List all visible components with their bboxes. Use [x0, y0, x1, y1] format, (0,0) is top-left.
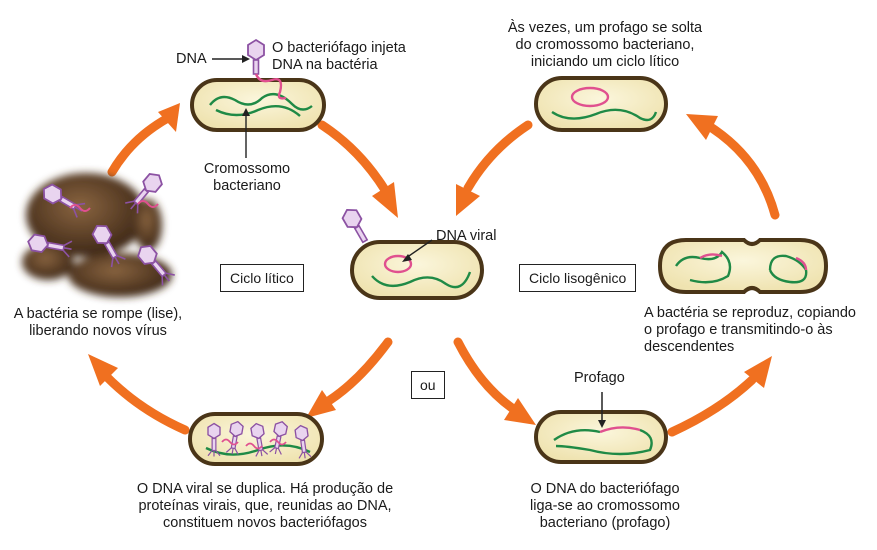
- injected-dna-strand: [254, 73, 287, 100]
- label-reproduction-line3: descendentes: [644, 339, 735, 355]
- label-lysis: A bactéria se rompe (lise), liberando no…: [2, 306, 194, 340]
- label-injection: O bacteriófago injeta DNA na bactéria: [272, 40, 406, 74]
- cell-duplication: [188, 412, 324, 466]
- cell-integration: [534, 392, 668, 464]
- cell-center: [341, 208, 484, 300]
- arrow-duplication-to-lysis: [103, 373, 190, 435]
- label-chromosome: Cromossomo bacteriano: [197, 161, 297, 195]
- label-duplication-line3: constituem novos bacteriófagos: [163, 515, 367, 531]
- label-reproduction-line1: A bactéria se reproduz, copiando: [644, 305, 856, 321]
- label-lysogenic-cycle: Ciclo lisogênico: [519, 264, 637, 292]
- label-release: Às vezes, um profago se solta do cromoss…: [490, 20, 720, 71]
- phage-injecting-icon: [247, 38, 265, 75]
- label-reproduction-line2: o profago e transmitindo-o às: [644, 322, 833, 338]
- label-dna: DNA: [176, 51, 207, 67]
- label-release-line3: iniciando um ciclo lítico: [530, 54, 680, 70]
- label-lytic-cycle: Ciclo lítico: [220, 264, 304, 292]
- arrow-lysis-to-infection: [107, 113, 173, 177]
- arrow-head-duplication-to-lysis: [88, 354, 118, 386]
- label-or: ou: [411, 371, 445, 399]
- label-injection-line2: DNA na bactéria: [272, 57, 378, 73]
- arrow-reproduction-to-release: [707, 123, 780, 220]
- arrow-head-center-to-integration: [504, 398, 536, 425]
- label-lysis-line2: liberando novos vírus: [29, 323, 167, 339]
- label-integration-line1: O DNA do bacteriófago: [530, 481, 680, 497]
- arrow-head-center-to-duplication: [306, 390, 336, 418]
- label-reproduction: A bactéria se reproduz, copiando o profa…: [644, 305, 856, 356]
- label-duplication: O DNA viral se duplica. Há produção de p…: [120, 481, 410, 532]
- label-release-line1: Às vezes, um profago se solta: [507, 20, 703, 36]
- chromosome-strand: [209, 92, 313, 111]
- cell-injection: [190, 38, 326, 132]
- arrow-head-integration-to-reproduction: [744, 356, 772, 388]
- label-release-line2: do cromossomo bacteriano,: [515, 37, 695, 53]
- arrow-center-to-integration: [453, 337, 517, 413]
- label-integration-line3: bacteriano (profago): [539, 515, 671, 531]
- arrow-head-release-to-center: [456, 184, 480, 216]
- label-injection-line1: O bacteriófago injeta: [272, 40, 406, 56]
- label-integration: O DNA do bacteriófago liga-se ao cromoss…: [510, 481, 700, 532]
- label-duplication-line1: O DNA viral se duplica. Há produção de: [136, 481, 394, 497]
- arrow-infection-to-center: [317, 120, 390, 195]
- arrow-release-to-center: [463, 120, 533, 193]
- cycle-arrows: [88, 103, 780, 437]
- label-duplication-line2: proteínas virais, que, reunidas ao DNA,: [138, 498, 392, 514]
- arrow-integration-to-reproduction: [667, 375, 757, 437]
- label-viral-dna: DNA viral: [436, 228, 497, 244]
- label-prophage: Profago: [574, 370, 625, 386]
- label-integration-line2: liga-se ao cromossomo: [530, 498, 680, 514]
- cell-reproduction: [657, 238, 829, 294]
- label-chromosome-line2: bacteriano: [213, 178, 281, 194]
- arrow-head-reproduction-to-release: [686, 114, 718, 140]
- label-lysis-line1: A bactéria se rompe (lise),: [13, 306, 183, 322]
- viral-dna-pointer: [405, 239, 433, 259]
- lysed-cell: [22, 169, 177, 297]
- arrow-head-lysis-to-infection: [158, 103, 180, 132]
- arrow-head-infection-to-center: [372, 182, 398, 218]
- arrow-center-to-duplication: [325, 337, 393, 405]
- phage-attached-icon: [341, 208, 369, 244]
- label-chromosome-line1: Cromossomo: [203, 161, 291, 177]
- cell-release: [534, 76, 668, 132]
